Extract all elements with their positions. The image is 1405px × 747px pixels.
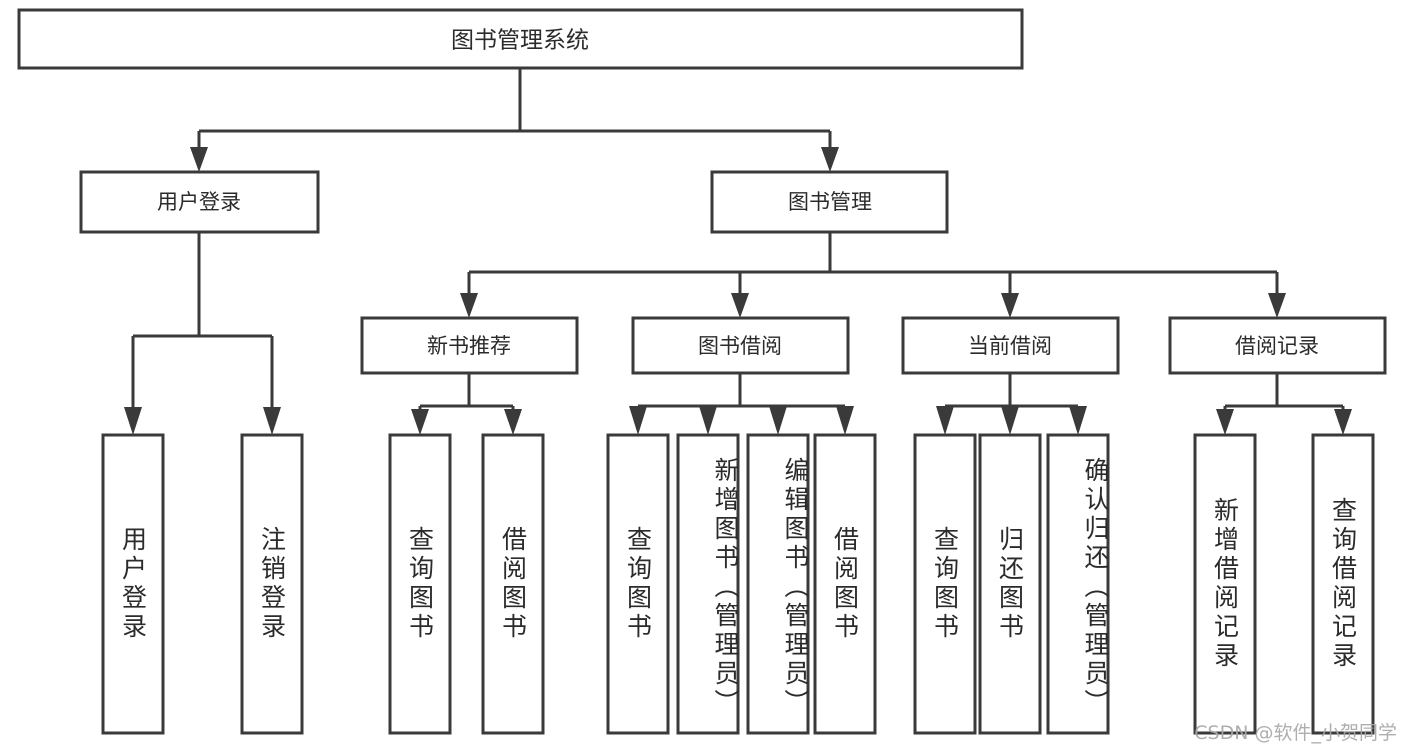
arrow-head-leaf-confirm-return: [1069, 406, 1087, 435]
arrow-head-leaf-query-book-2: [629, 406, 647, 435]
node-book-management-label: 图书管理: [788, 190, 872, 214]
arrow-head-book-borrow: [731, 293, 749, 318]
node-new-book-recommend-box[interactable]: [360, 316, 579, 375]
arrow-head-borrow-record: [1268, 293, 1286, 318]
connectors-layer: [124, 68, 1352, 435]
leaf-logout-box[interactable]: [240, 433, 304, 735]
leaf-borrow-book-2-box[interactable]: [813, 433, 877, 735]
arrow-head-user-login: [190, 147, 208, 172]
leaf-edit-book-box[interactable]: [746, 433, 810, 735]
node-book-management[interactable]: 图书管理: [710, 170, 949, 234]
arrow-head-leaf-query-book-3: [936, 406, 954, 435]
node-root[interactable]: 图书管理系统: [17, 8, 1024, 70]
leaf-query-book-3-box[interactable]: [913, 433, 977, 735]
arrow-head-leaf-borrow-book-2: [836, 406, 854, 435]
node-user-login-box[interactable]: [79, 170, 320, 234]
arrow-head-book-management: [821, 147, 839, 172]
node-book-borrow-label: 图书借阅: [698, 334, 782, 358]
arrow-head-leaf-return-book: [1001, 406, 1019, 435]
node-borrow-record-label: 借阅记录: [1235, 334, 1319, 358]
leaf-return-book-box[interactable]: [978, 433, 1042, 735]
node-current-borrow[interactable]: 当前借阅: [901, 316, 1120, 375]
watermark-text: CSDN @软件_小贺同学: [1194, 722, 1397, 744]
leaf-borrow-book-1-box[interactable]: [481, 433, 545, 735]
leaf-add-book-box[interactable]: [676, 433, 740, 735]
leaf-query-book-2-box[interactable]: [606, 433, 670, 735]
node-borrow-record[interactable]: 借阅记录: [1168, 316, 1387, 375]
arrow-head-leaf-query-record: [1334, 409, 1352, 435]
arrow-head-leaf-borrow-book-1: [504, 409, 522, 435]
leaf-add-record-box[interactable]: [1193, 433, 1257, 735]
node-borrow-record-box[interactable]: [1168, 316, 1387, 375]
node-root-box[interactable]: [17, 8, 1024, 70]
arrow-head-leaf-edit-book: [769, 406, 787, 435]
node-user-login[interactable]: 用户登录: [79, 170, 320, 234]
leaf-query-book-1-box[interactable]: [388, 433, 452, 735]
leaf-user-login-box[interactable]: [101, 433, 165, 735]
node-book-borrow[interactable]: 图书借阅: [631, 316, 850, 375]
arrow-head-leaf-add-book: [699, 406, 717, 435]
leaf-nodes-layer: [101, 433, 1375, 735]
arrow-head-new-book-recommend: [460, 293, 478, 318]
node-current-borrow-label: 当前借阅: [968, 334, 1052, 358]
leaf-query-record-box[interactable]: [1311, 433, 1375, 735]
leaf-confirm-return-box[interactable]: [1046, 433, 1110, 735]
arrow-head-leaf-user-login: [124, 407, 142, 435]
arrow-head-leaf-add-record: [1216, 409, 1234, 435]
node-book-management-box[interactable]: [710, 170, 949, 234]
node-root-label: 图书管理系统: [451, 28, 589, 54]
arrow-head-leaf-logout: [263, 407, 281, 435]
node-book-borrow-box[interactable]: [631, 316, 850, 375]
arrow-head-current-borrow: [1001, 293, 1019, 318]
arrow-head-leaf-query-book-1: [411, 409, 429, 435]
node-new-book-recommend[interactable]: 新书推荐: [360, 316, 579, 375]
node-user-login-label: 用户登录: [157, 190, 241, 214]
node-current-borrow-box[interactable]: [901, 316, 1120, 375]
node-new-book-recommend-label: 新书推荐: [427, 334, 511, 358]
